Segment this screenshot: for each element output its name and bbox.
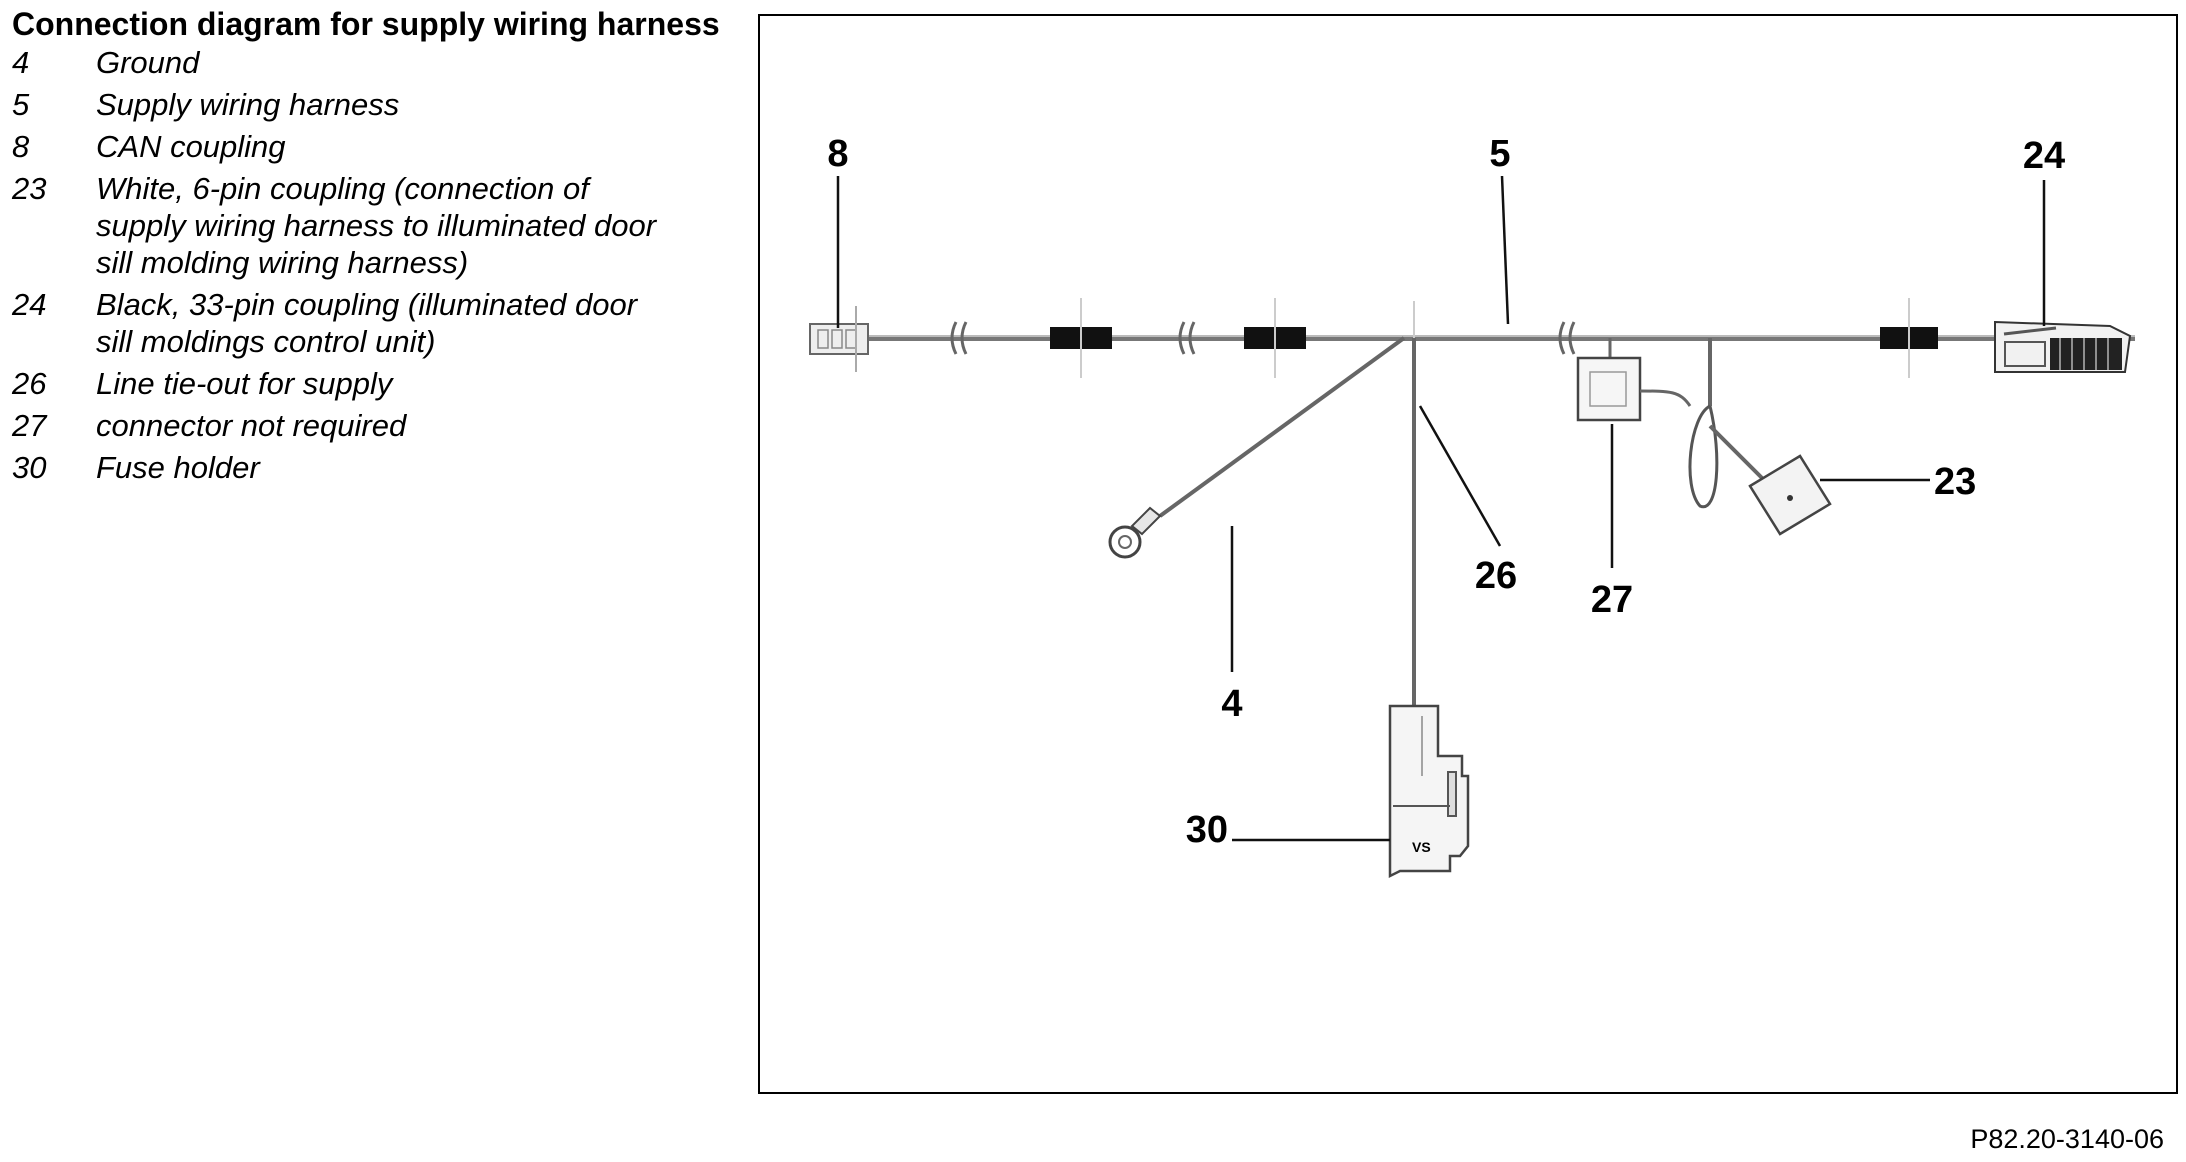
callout-23: 23	[1820, 461, 1976, 503]
black-33-pin-coupling-icon	[1994, 320, 2132, 373]
legend-text: Supply wiring harness	[96, 87, 400, 122]
legend-item: 23 White, 6-pin coupling (connection of …	[12, 170, 732, 281]
legend-item: 30 Fuse holder	[12, 449, 732, 486]
can-coupling-icon	[809, 306, 869, 372]
callout-label-30: 30	[1186, 809, 1228, 851]
legend-item: 26 Line tie-out for supply	[12, 365, 732, 402]
supply-wiring-harness-main-line	[830, 335, 2135, 341]
callout-label-4: 4	[1221, 683, 1242, 725]
unused-connector-icon	[1576, 338, 1692, 422]
callout-27: 27	[1591, 424, 1633, 621]
legend-text: Line tie-out for supply	[96, 366, 393, 401]
legend-text: connector not required	[96, 408, 407, 443]
callout-label-5: 5	[1489, 133, 1510, 175]
legend-item: 27 connector not required	[12, 407, 732, 444]
legend-number: 30	[12, 450, 47, 485]
callout-label-27: 27	[1591, 579, 1633, 621]
callout-30: 30	[1186, 809, 1390, 851]
legend-number: 24	[12, 287, 47, 322]
legend-text: Fuse holder	[96, 450, 260, 485]
legend-item: 24 Black, 33-pin coupling (illuminated d…	[12, 286, 732, 360]
legend-number: 26	[12, 366, 47, 401]
fuse-marking: VS	[1412, 839, 1431, 855]
legend-item: 5 Supply wiring harness	[12, 86, 732, 123]
callout-8: 8	[827, 133, 849, 328]
legend-text: CAN coupling	[96, 129, 286, 164]
callout-label-24: 24	[2023, 135, 2065, 177]
break-mark-icon	[1178, 321, 1196, 355]
legend-title: Connection diagram for supply wiring har…	[12, 6, 720, 42]
legend: Connection diagram for supply wiring har…	[12, 4, 732, 491]
callout-4: 4	[1221, 526, 1243, 725]
legend-text: White, 6-pin coupling (connection of sup…	[96, 171, 657, 280]
callout-5: 5	[1489, 133, 1511, 325]
wiring-diagram-frame: VS 8 5 24	[758, 14, 2178, 1094]
legend-number: 5	[12, 87, 30, 122]
tape-wrap-icon	[1880, 298, 1938, 378]
ground-lead	[1108, 336, 1406, 559]
legend-item: 8 CAN coupling	[12, 128, 732, 165]
legend-number: 8	[12, 129, 30, 164]
white-6-pin-coupling-icon	[1688, 338, 1832, 536]
fuse-holder-icon: VS	[1388, 704, 1470, 879]
wiring-diagram: VS 8 5 24	[809, 133, 2135, 879]
tape-wrap-icon	[1244, 298, 1306, 378]
legend-number: 23	[12, 171, 47, 206]
tape-wrap-icon	[1050, 298, 1112, 378]
callout-26: 26	[1418, 405, 1517, 597]
callout-label-23: 23	[1934, 461, 1976, 503]
callout-label-26: 26	[1475, 555, 1517, 597]
callout-label-8: 8	[827, 133, 848, 175]
break-mark-icon	[950, 321, 968, 355]
figure-identifier: P82.20-3140-06	[1970, 1124, 2164, 1154]
legend-item: 4 Ground	[12, 44, 732, 81]
legend-number: 4	[12, 45, 30, 80]
legend-number: 27	[12, 408, 47, 443]
break-mark-icon	[1558, 321, 1576, 355]
legend-text: Black, 33-pin coupling (illuminated door…	[96, 287, 638, 359]
legend-text: Ground	[96, 45, 200, 80]
callout-24: 24	[2023, 135, 2065, 326]
